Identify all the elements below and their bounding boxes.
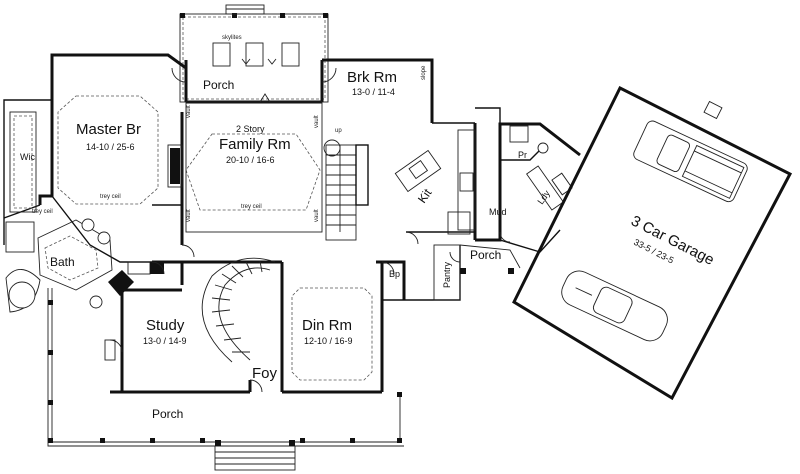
- kitchen: [394, 129, 476, 235]
- family-room: [185, 101, 323, 233]
- din-name: Din Rm: [302, 317, 352, 334]
- garage-porch-label: Porch: [470, 248, 501, 262]
- skylight: [212, 42, 231, 67]
- bp-label: Bp: [389, 269, 400, 279]
- vault-label: vault: [314, 115, 320, 128]
- skylight: [281, 42, 300, 67]
- master-ceiling: trey ceil: [100, 194, 121, 200]
- family-ceiling: trey ceil: [241, 204, 262, 210]
- family-name: Family Rm: [219, 136, 291, 153]
- study-dims: 13-0 / 14-9: [143, 336, 187, 346]
- skylites-label: skylites: [222, 35, 242, 41]
- study: [104, 339, 116, 361]
- brk-dims: 13-0 / 11-4: [352, 87, 395, 97]
- foy-label: Foy: [252, 365, 278, 382]
- garage-porch: [459, 244, 521, 274]
- skylight: [245, 42, 264, 67]
- vault-label: vault: [186, 105, 192, 118]
- pr-label: Pr: [518, 150, 527, 160]
- walk-in-closet: [9, 111, 37, 213]
- main-walls: [3, 53, 477, 394]
- front-porch-label: Porch: [152, 407, 183, 421]
- master-bedroom: [57, 95, 183, 205]
- back-porch-label: Porch: [203, 78, 234, 92]
- brk-name: Brk Rm: [347, 69, 397, 86]
- master-dims: 14-10 / 25-6: [86, 142, 135, 152]
- family-dims: 20-10 / 16-6: [226, 155, 275, 165]
- kit-label: Kit: [415, 186, 435, 206]
- master-bath: [5, 218, 164, 313]
- up-label: up: [335, 128, 342, 134]
- family-tag: 2 Story: [236, 124, 265, 134]
- wic-label: Wic: [20, 152, 35, 162]
- dining-room: [291, 287, 373, 381]
- din-dims: 12-10 / 16-9: [304, 336, 353, 346]
- master-name: Master Br: [76, 121, 141, 138]
- vault-label: vault: [314, 209, 320, 222]
- back-stairs: [323, 139, 369, 241]
- study-name: Study: [146, 317, 185, 334]
- mudroom-laundry: [475, 107, 581, 253]
- garage: [512, 85, 793, 401]
- foyer-stairs: [201, 257, 276, 363]
- bath-label: Bath: [50, 255, 75, 269]
- mud-label: Mud: [489, 207, 507, 217]
- slope-label: slope: [421, 65, 427, 80]
- bath-ceiling: trey ceil: [32, 209, 53, 215]
- front-porch: [47, 288, 404, 471]
- door-swings: [109, 67, 511, 393]
- pantry-label: Pantry: [442, 261, 452, 288]
- vault-label: vault: [186, 209, 192, 222]
